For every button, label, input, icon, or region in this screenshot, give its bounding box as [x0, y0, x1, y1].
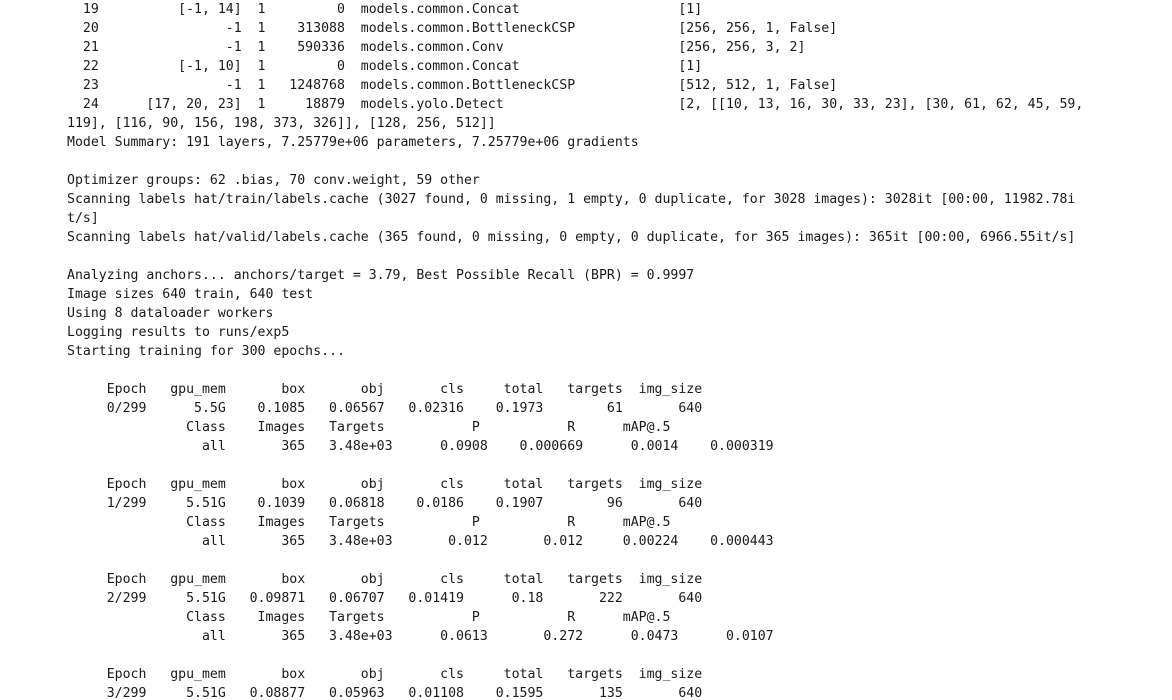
- output-line: Image sizes 640 train, 640 test: [67, 287, 314, 302]
- output-line: Logging results to runs/exp5: [67, 325, 290, 340]
- output-line: [67, 646, 1172, 665]
- output-line: all 365 3.48e+03 0.0908 0.000669 0.0014 …: [67, 439, 774, 454]
- output-line: Starting training for 300 epochs...: [67, 344, 345, 359]
- output-line: [67, 551, 1172, 570]
- output-line: Class Images Targets P R mAP@.5: [67, 420, 671, 435]
- output-line: 2/299 5.51G 0.09871 0.06707 0.01419 0.18…: [67, 591, 703, 606]
- output-line: Epoch gpu_mem box obj cls total targets …: [67, 667, 703, 682]
- output-line: Epoch gpu_mem box obj cls total targets …: [67, 572, 703, 587]
- output-line: Class Images Targets P R mAP@.5: [67, 610, 671, 625]
- output-line: 1/299 5.51G 0.1039 0.06818 0.0186 0.1907…: [67, 496, 703, 511]
- output-line: Optimizer groups: 62 .bias, 70 conv.weig…: [67, 173, 480, 188]
- output-line: [67, 152, 1172, 171]
- output-line: all 365 3.48e+03 0.0613 0.272 0.0473 0.0…: [67, 629, 774, 644]
- output-line: Scanning labels hat/train/labels.cache (…: [67, 192, 1076, 207]
- output-line: Model Summary: 191 layers, 7.25779e+06 p…: [67, 135, 639, 150]
- output-line: Epoch gpu_mem box obj cls total targets …: [67, 382, 703, 397]
- output-line: [67, 247, 1172, 266]
- output-line: 24 [17, 20, 23] 1 18879 models.yolo.Dete…: [67, 97, 1084, 112]
- output-line: 22 [-1, 10] 1 0 models.common.Concat [1]: [67, 59, 917, 74]
- output-line: 23 -1 1 1248768 models.common.Bottleneck…: [67, 78, 917, 93]
- output-line: [67, 456, 1172, 475]
- output-line: Epoch gpu_mem box obj cls total targets …: [67, 477, 703, 492]
- output-line: 0/299 5.5G 0.1085 0.06567 0.02316 0.1973…: [67, 401, 703, 416]
- output-line: 21 -1 1 590336 models.common.Conv [256, …: [67, 40, 917, 55]
- output-line: Using 8 dataloader workers: [67, 306, 274, 321]
- output-line: 119], [116, 90, 156, 198, 373, 326]], [1…: [67, 116, 496, 131]
- output-line: [67, 361, 1172, 380]
- output-line: Class Images Targets P R mAP@.5: [67, 515, 671, 530]
- output-line: 3/299 5.51G 0.08877 0.05963 0.01108 0.15…: [67, 686, 703, 700]
- output-line: Scanning labels hat/valid/labels.cache (…: [67, 230, 1076, 245]
- output-line: 19 [-1, 14] 1 0 models.common.Concat [1]: [67, 2, 917, 17]
- output-line: Analyzing anchors... anchors/target = 3.…: [67, 268, 695, 283]
- output-line: all 365 3.48e+03 0.012 0.012 0.00224 0.0…: [67, 534, 774, 549]
- output-line: 20 -1 1 313088 models.common.BottleneckC…: [67, 21, 917, 36]
- console-output: 19 [-1, 14] 1 0 models.common.Concat [1]…: [67, 0, 1172, 700]
- output-line: t/s]: [67, 211, 99, 226]
